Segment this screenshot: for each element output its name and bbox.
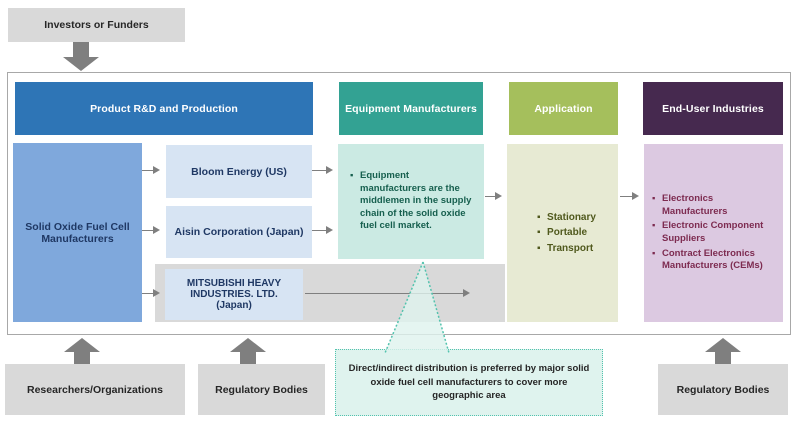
researchers-box: Researchers/Organizations xyxy=(5,364,185,415)
end-user-item: Electronic Component Suppliers xyxy=(652,220,779,245)
mitsubishi-label: MITSUBISHI HEAVY INDUSTRIES. LTD. (Japan… xyxy=(186,278,282,311)
distribution-callout-text: Direct/indirect distribution is preferre… xyxy=(348,362,590,402)
distribution-callout-box: Direct/indirect distribution is preferre… xyxy=(335,349,603,416)
company-box-bloom-energy: Bloom Energy (US) xyxy=(166,145,312,198)
end-user-item: Contract Electronics Manufacturers (CEMs… xyxy=(652,248,779,273)
application-box: Stationary Portable Transport xyxy=(507,144,618,322)
equipment-note-text: Equipment manufacturers are the middleme… xyxy=(350,170,476,233)
arrow-stem xyxy=(73,42,89,57)
bloom-energy-label: Bloom Energy (US) xyxy=(191,165,287,178)
solid-oxide-manufacturers-box: Solid Oxide Fuel Cell Manufacturers xyxy=(13,143,142,322)
arrow-stem xyxy=(74,352,90,364)
arrow-application-to-end-user xyxy=(620,192,639,201)
flow-arrow-regulatory-right-up xyxy=(705,338,741,364)
application-item: Transport xyxy=(537,242,596,255)
arrow-head xyxy=(705,338,741,352)
arrow-aisin-to-equipment xyxy=(312,226,333,235)
solid-oxide-manufacturers-label: Solid Oxide Fuel Cell Manufacturers xyxy=(25,220,130,245)
regulatory-left-label: Regulatory Bodies xyxy=(215,383,308,396)
header-product-rnd-label: Product R&D and Production xyxy=(90,102,238,115)
application-list: Stationary Portable Transport xyxy=(537,209,596,257)
equipment-note-list: Equipment manufacturers are the middleme… xyxy=(350,168,476,235)
flow-arrow-investors-down xyxy=(63,42,99,71)
header-end-user-industries: End-User Industries xyxy=(643,82,783,135)
equipment-note-box: Equipment manufacturers are the middleme… xyxy=(338,144,484,259)
header-application: Application xyxy=(509,82,618,135)
arrow-mfr-to-mitsubishi xyxy=(142,289,160,298)
investors-label: Investors or Funders xyxy=(44,19,149,31)
end-user-list: Electronics Manufacturers Electronic Com… xyxy=(652,191,779,274)
researchers-label: Researchers/Organizations xyxy=(27,383,163,396)
header-equipment-manufacturers: Equipment Manufacturers xyxy=(339,82,483,135)
header-equipment-label: Equipment Manufacturers xyxy=(345,102,477,115)
callout-pointer-triangle xyxy=(384,261,450,353)
arrow-stem xyxy=(240,352,256,364)
arrow-mfr-to-aisin xyxy=(142,226,160,235)
company-box-mitsubishi: MITSUBISHI HEAVY INDUSTRIES. LTD. (Japan… xyxy=(165,269,303,320)
arrow-mfr-to-bloom xyxy=(142,166,160,175)
aisin-label: Aisin Corporation (Japan) xyxy=(174,226,304,238)
header-product-rnd: Product R&D and Production xyxy=(15,82,313,135)
regulatory-bodies-left-box: Regulatory Bodies xyxy=(198,364,325,415)
flow-arrow-regulatory-left-up xyxy=(230,338,266,364)
end-user-item: Electronics Manufacturers xyxy=(652,193,779,218)
arrow-head xyxy=(230,338,266,352)
arrow-head xyxy=(64,338,100,352)
arrow-mitsubishi-distribution xyxy=(305,289,470,298)
arrow-bloom-to-equipment xyxy=(312,166,333,175)
investors-box: Investors or Funders xyxy=(8,8,185,42)
application-item: Stationary xyxy=(537,211,596,224)
regulatory-bodies-right-box: Regulatory Bodies xyxy=(658,364,788,415)
header-end-user-label: End-User Industries xyxy=(662,102,764,115)
regulatory-right-label: Regulatory Bodies xyxy=(676,383,770,396)
header-application-label: Application xyxy=(534,102,593,115)
company-box-aisin: Aisin Corporation (Japan) xyxy=(166,206,312,258)
flow-arrow-researchers-up xyxy=(64,338,100,364)
end-user-box: Electronics Manufacturers Electronic Com… xyxy=(644,144,783,322)
arrow-head xyxy=(63,57,99,71)
arrow-stem xyxy=(715,352,731,364)
application-item: Portable xyxy=(537,226,596,239)
arrow-equipment-to-application xyxy=(485,192,502,201)
